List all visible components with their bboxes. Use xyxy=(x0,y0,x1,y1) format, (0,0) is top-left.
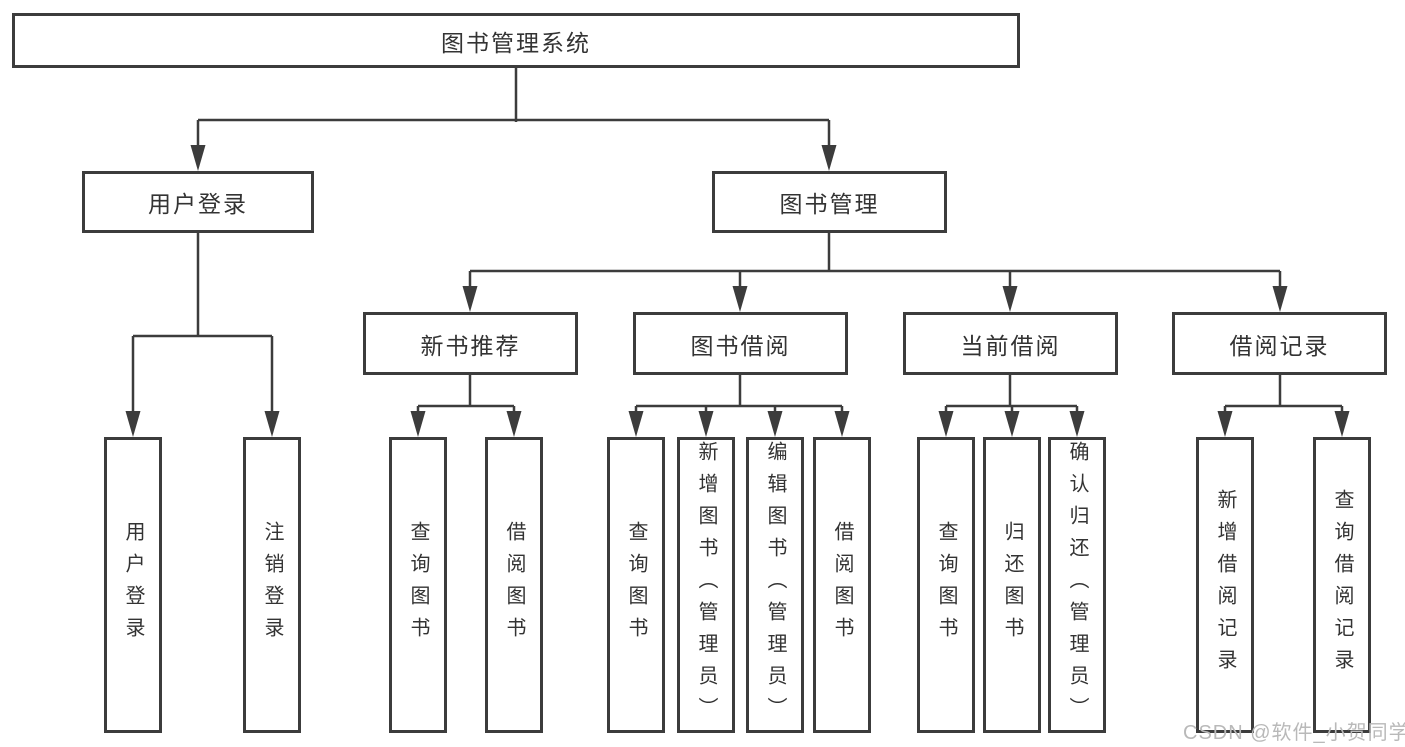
arrow-down-icon xyxy=(264,411,280,437)
connector-root-to-level2 xyxy=(196,68,831,147)
arrow-down-icon xyxy=(190,145,206,171)
arrowheads xyxy=(125,145,1350,437)
node-label: 新书推荐 xyxy=(420,332,521,359)
node-label: 图书管理 xyxy=(779,191,880,217)
node-label: 新增图书（管理员） xyxy=(695,441,717,729)
connector-lines xyxy=(131,68,1344,413)
arrow-down-icon xyxy=(628,411,644,437)
node-borrow-records: 借阅记录 xyxy=(1172,312,1387,375)
arrow-down-icon xyxy=(506,411,522,437)
node-label: 图书借阅 xyxy=(690,332,791,359)
leaf-current-return-book: 归还图书 xyxy=(983,437,1041,733)
connector-book-to-groups xyxy=(468,233,1282,288)
leaf-records-query-record: 查询借阅记录 xyxy=(1313,437,1371,733)
node-label: 借阅记录 xyxy=(1229,332,1330,359)
arrow-down-icon xyxy=(1069,411,1085,437)
leaf-current-confirm-return-admin: 确认归还（管理员） xyxy=(1048,437,1106,733)
node-book-management: 图书管理 xyxy=(712,171,947,233)
arrow-down-icon xyxy=(834,411,850,437)
leaf-current-query-book: 查询图书 xyxy=(917,437,975,733)
arrow-down-icon xyxy=(410,411,426,437)
leaf-user-login: 用户登录 xyxy=(104,437,162,733)
node-label: 用户登录 xyxy=(148,191,248,217)
arrow-down-icon xyxy=(125,411,141,437)
leaf-borrow-edit-book-admin: 编辑图书（管理员） xyxy=(746,437,804,733)
connector-borrow-to-leaves xyxy=(634,375,844,413)
node-new-book-recommend: 新书推荐 xyxy=(363,312,578,375)
node-label: 图书管理系统 xyxy=(441,29,591,56)
arrow-down-icon xyxy=(462,286,478,312)
node-root: 图书管理系统 xyxy=(12,13,1020,68)
arrow-down-icon xyxy=(698,411,714,437)
connector-records-to-leaves xyxy=(1223,375,1344,413)
leaf-recommend-borrow-book: 借阅图书 xyxy=(485,437,543,733)
arrow-down-icon xyxy=(938,411,954,437)
node-label: 借阅图书 xyxy=(503,521,525,649)
csdn-watermark: CSDN @软件_小贺同学 xyxy=(1183,722,1405,744)
arrow-down-icon xyxy=(1217,411,1233,437)
arrow-down-icon xyxy=(732,286,748,312)
node-label: 查询图书 xyxy=(625,521,647,649)
node-current-borrow: 当前借阅 xyxy=(903,312,1118,375)
node-book-borrow: 图书借阅 xyxy=(633,312,848,375)
leaf-logout-login: 注销登录 xyxy=(243,437,301,733)
node-label: 新增借阅记录 xyxy=(1214,489,1236,681)
connector-user-to-leaves xyxy=(131,233,274,413)
node-label: 用户登录 xyxy=(122,521,144,649)
node-label: 确认归还（管理员） xyxy=(1066,441,1088,729)
leaf-borrow-borrow-book: 借阅图书 xyxy=(813,437,871,733)
leaf-borrow-query-book: 查询图书 xyxy=(607,437,665,733)
leaf-records-add-record: 新增借阅记录 xyxy=(1196,437,1254,733)
arrow-down-icon xyxy=(1004,411,1020,437)
node-label: 归还图书 xyxy=(1001,521,1023,649)
node-label: 查询借阅记录 xyxy=(1331,489,1353,681)
arrow-down-icon xyxy=(821,145,837,171)
connector-current-to-leaves xyxy=(944,375,1079,413)
node-label: 查询图书 xyxy=(935,521,957,649)
arrow-down-icon xyxy=(1334,411,1350,437)
node-label: 借阅图书 xyxy=(831,521,853,649)
node-label: 编辑图书（管理员） xyxy=(764,441,786,729)
node-user-login-branch: 用户登录 xyxy=(82,171,314,233)
node-label: 注销登录 xyxy=(261,521,283,649)
arrow-down-icon xyxy=(1272,286,1288,312)
node-label: 查询图书 xyxy=(407,521,429,649)
leaf-recommend-query-book: 查询图书 xyxy=(389,437,447,733)
connector-recommend-to-leaves xyxy=(416,375,516,413)
leaf-borrow-add-book-admin: 新增图书（管理员） xyxy=(677,437,735,733)
node-label: 当前借阅 xyxy=(960,332,1061,359)
arrow-down-icon xyxy=(767,411,783,437)
arrow-down-icon xyxy=(1002,286,1018,312)
